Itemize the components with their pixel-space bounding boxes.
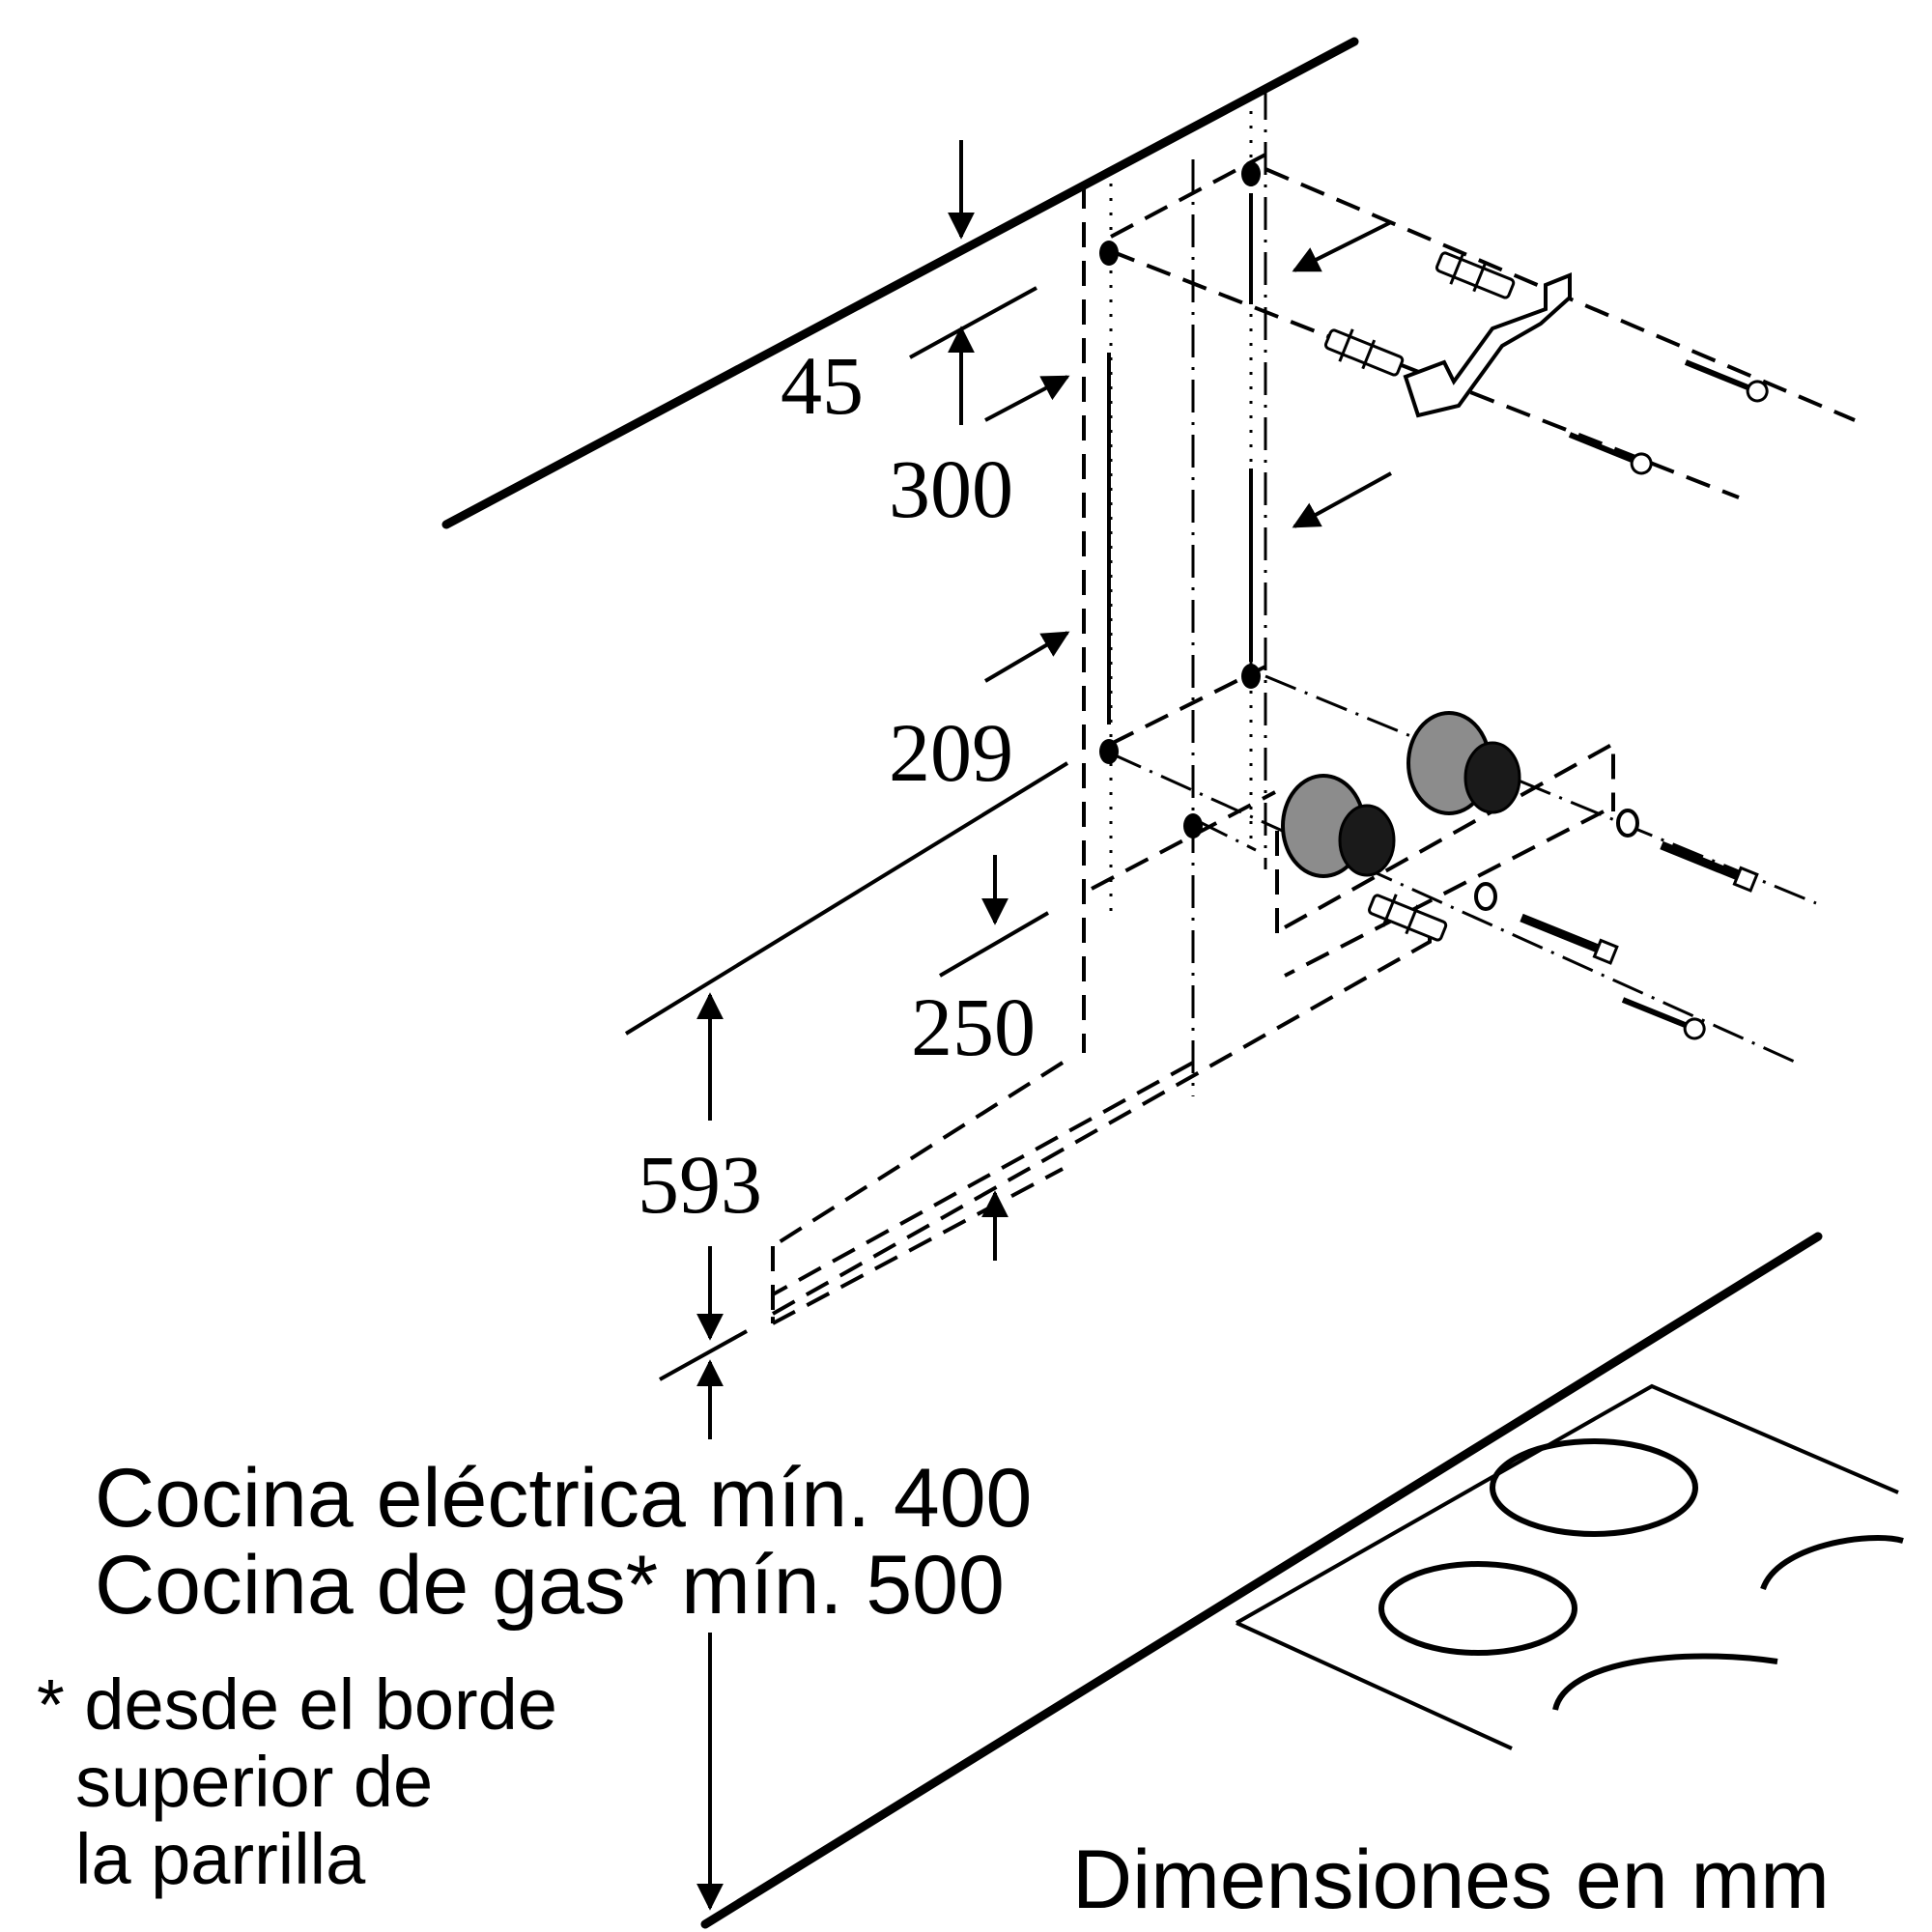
footnote-line-2: superior de [75, 1742, 433, 1822]
dowel-icon [1281, 711, 1521, 878]
footnote-line-3: la parrilla [75, 1819, 366, 1899]
hood-outline [771, 153, 1615, 1325]
wall-plug-icon [1323, 251, 1516, 942]
hob-edge-line [700, 1232, 1823, 1929]
hob-burner-icon [1378, 1438, 1904, 1711]
reference-lines [1082, 87, 1267, 1096]
clearance-electric-label: Cocina eléctrica mín. 400 [95, 1452, 1032, 1545]
units-note: Dimensiones en mm [1072, 1833, 1830, 1926]
dimension-300: 300 [889, 353, 1111, 724]
wood-screw-icon [1568, 359, 1769, 1040]
footnote-line-1: * desde el borde [37, 1664, 557, 1745]
dimension-593-label: 593 [638, 1138, 762, 1231]
dimension-209: 209 [889, 193, 1392, 799]
dimension-209-label: 209 [889, 706, 1013, 799]
dimension-45-label: 45 [781, 339, 864, 432]
dimension-45: 45 [781, 140, 1037, 432]
dimension-593: 593 [624, 761, 1069, 1911]
hob-surface [1236, 1383, 1904, 1750]
ceiling-line [441, 37, 1359, 529]
mounting-holes [1099, 161, 1261, 838]
washer-icon [1474, 809, 1639, 911]
bracket-icon [1403, 272, 1572, 418]
dimension-250-label: 250 [911, 980, 1036, 1073]
mounting-axes [1110, 167, 1856, 1065]
dimension-250: 250 [911, 855, 1050, 1261]
dimension-300-label: 300 [889, 442, 1013, 535]
clearance-gas-label: Cocina de gas* mín. 500 [95, 1539, 1005, 1632]
hanger-bolt-icon [1520, 840, 1759, 965]
